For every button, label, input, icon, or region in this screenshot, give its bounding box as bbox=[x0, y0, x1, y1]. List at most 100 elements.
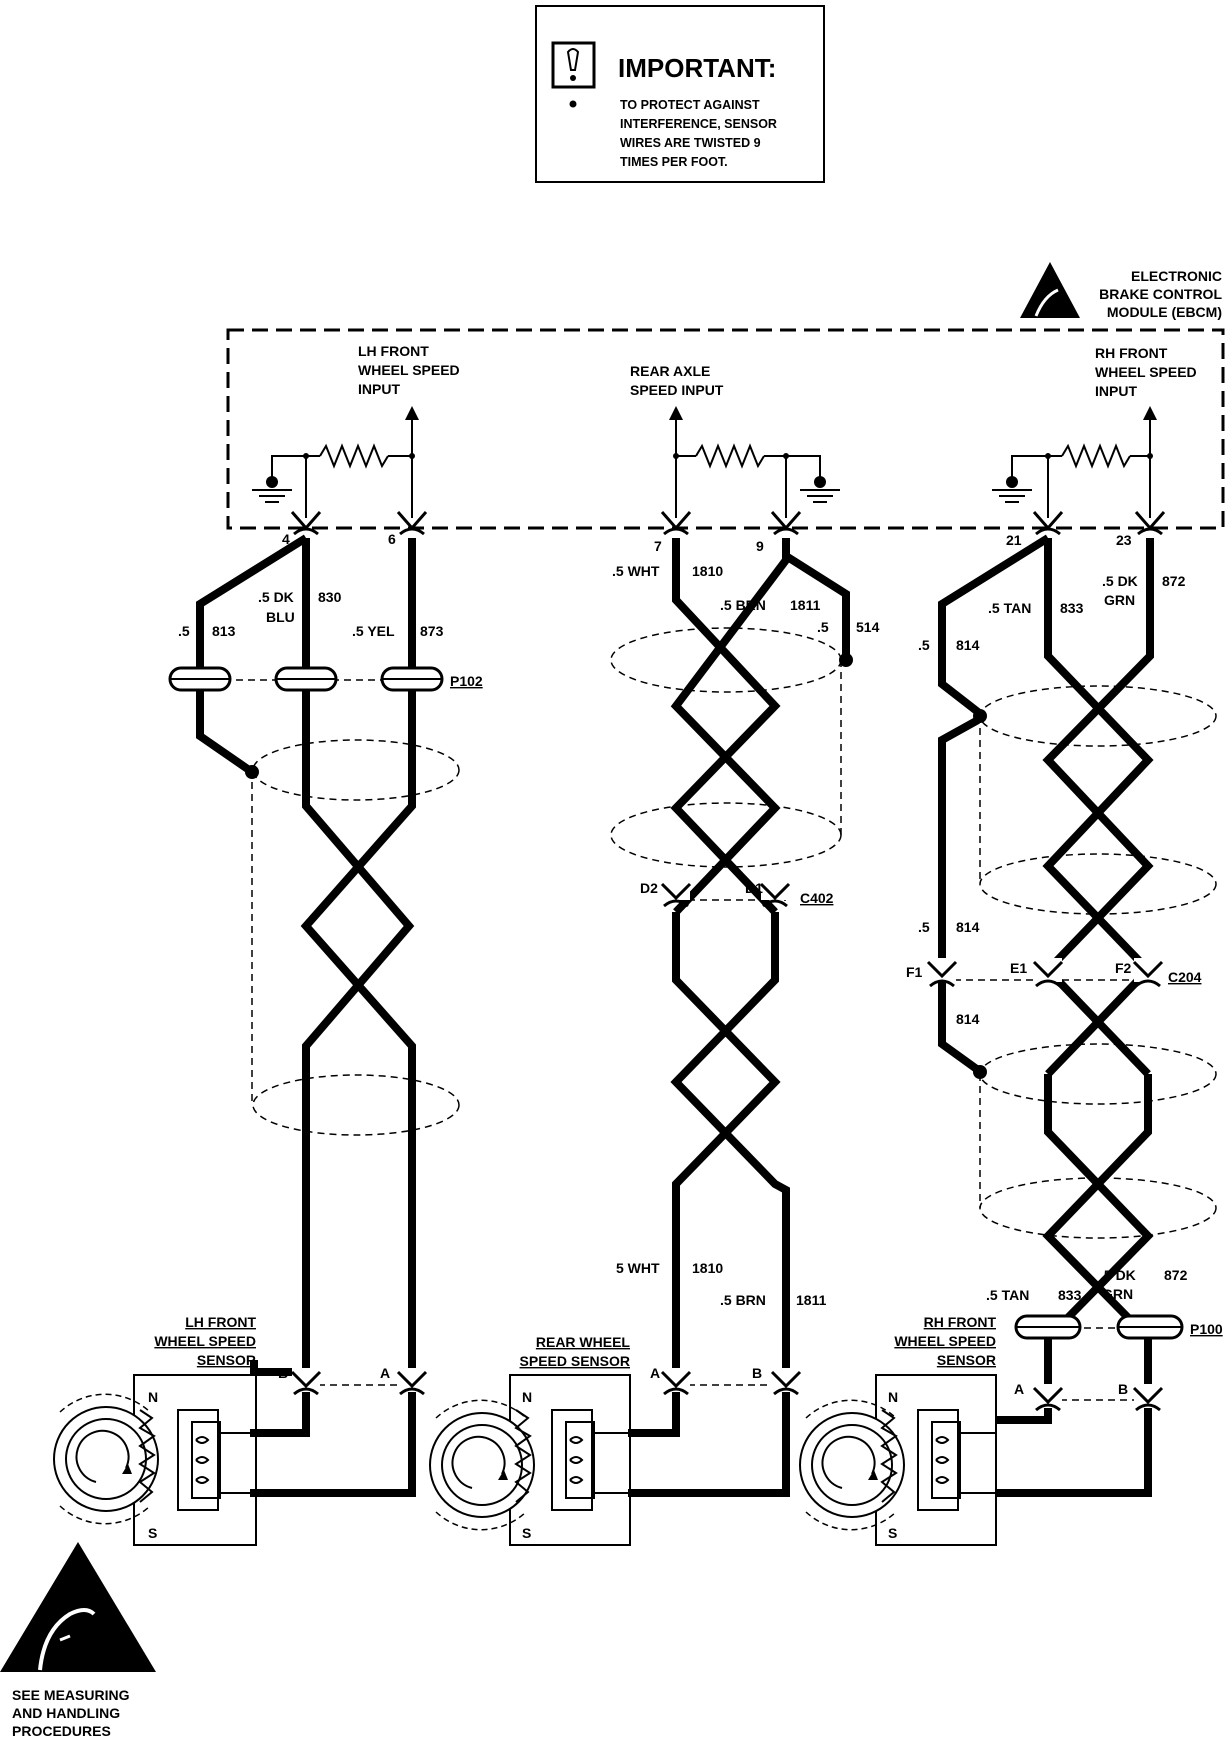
wire-814-id: 814 bbox=[956, 637, 980, 653]
wire-872-id-2: 872 bbox=[1164, 1267, 1188, 1283]
wire-872-color-2: GRN bbox=[1102, 1286, 1133, 1302]
esd-note-1: SEE MEASURING bbox=[12, 1687, 130, 1703]
rear-wheel-speed-sensor: REAR WHEEL SPEED SENSOR N S A B bbox=[429, 1334, 762, 1546]
rh-wires bbox=[938, 534, 1154, 1497]
module-label-2: BRAKE CONTROL bbox=[1099, 286, 1222, 302]
connector-f2-label: F2 bbox=[1115, 960, 1132, 976]
ground-icon bbox=[252, 476, 292, 503]
wire-1810-size-2: 5 WHT bbox=[616, 1260, 660, 1276]
connector-p102 bbox=[168, 666, 444, 692]
wire-1811-id-2: 1811 bbox=[796, 1292, 827, 1308]
rh-input-label-2: WHEEL SPEED bbox=[1095, 364, 1197, 380]
connector-c204-label: C204 bbox=[1168, 969, 1202, 985]
rear-input-label-2: SPEED INPUT bbox=[630, 382, 724, 398]
rh-front-wheel-speed-sensor: RH FRONT WHEEL SPEED SENSOR N S A B bbox=[799, 1314, 1128, 1546]
rh-input-label-1: RH FRONT bbox=[1095, 345, 1168, 361]
wire-873-id: 873 bbox=[420, 623, 444, 639]
connector-f1-label: F1 bbox=[906, 964, 923, 980]
rh-input-label-3: INPUT bbox=[1095, 383, 1137, 399]
ebcm-pin-connectors bbox=[290, 511, 1166, 536]
important-line-4: TIMES PER FOOT. bbox=[620, 155, 728, 169]
important-notice: IMPORTANT: TO PROTECT AGAINST INTERFEREN… bbox=[535, 5, 825, 183]
twist-shields bbox=[245, 627, 1217, 1239]
important-line-2: INTERFERENCE, SENSOR bbox=[620, 117, 777, 131]
ebcm-boundary bbox=[226, 328, 1225, 530]
wire-872-id: 872 bbox=[1162, 573, 1186, 589]
pin-9: 9 bbox=[756, 538, 764, 554]
wire-830-color: BLU bbox=[266, 609, 295, 625]
wire-1811-id: 1811 bbox=[790, 597, 821, 613]
connector-c402 bbox=[660, 880, 791, 908]
rh-sensor-pin-b: B bbox=[1118, 1381, 1128, 1397]
rh-sensor-label-3: SENSOR bbox=[937, 1352, 996, 1368]
lh-internal-circuit bbox=[252, 406, 419, 518]
important-line-1: TO PROTECT AGAINST bbox=[620, 98, 760, 112]
sensor-pin-connectors bbox=[290, 1368, 1164, 1412]
ground-icon bbox=[800, 476, 840, 503]
lh-sensor-n: N bbox=[148, 1389, 158, 1405]
connector-p100 bbox=[1014, 1314, 1184, 1340]
lh-sensor-label-2: WHEEL SPEED bbox=[154, 1333, 256, 1349]
pin-23: 23 bbox=[1116, 532, 1132, 548]
rh-sensor-n: N bbox=[888, 1389, 898, 1405]
lh-sensor-pin-a: A bbox=[380, 1365, 390, 1381]
rear-sensor-pin-a: A bbox=[650, 1365, 660, 1381]
important-line-3: WIRES ARE TWISTED 9 bbox=[620, 136, 761, 150]
esd-handling-icon bbox=[0, 1542, 156, 1672]
rh-sensor-s: S bbox=[888, 1525, 897, 1541]
wire-872-size: .5 DK bbox=[1102, 573, 1138, 589]
wire-833-size-2: .5 TAN bbox=[986, 1287, 1029, 1303]
lh-sensor-label-1: LH FRONT bbox=[185, 1314, 256, 1330]
wire-514-size: .5 bbox=[817, 619, 829, 635]
connector-d1-label: D1 bbox=[745, 880, 763, 896]
wire-872-size-2: .5 DK bbox=[1100, 1267, 1136, 1283]
esd-note-2: AND HANDLING bbox=[12, 1705, 120, 1721]
wire-872-color: GRN bbox=[1104, 592, 1135, 608]
rear-input-label-1: REAR AXLE bbox=[630, 363, 710, 379]
lh-input-label-2: WHEEL SPEED bbox=[358, 362, 460, 378]
wire-514-id: 514 bbox=[856, 619, 880, 635]
wire-873-size: .5 YEL bbox=[352, 623, 395, 639]
lh-sensor-s: S bbox=[148, 1525, 157, 1541]
connector-p102-label: P102 bbox=[450, 673, 483, 689]
lh-input-label-3: INPUT bbox=[358, 381, 400, 397]
wire-830-size: .5 DK bbox=[258, 589, 294, 605]
important-title: IMPORTANT: bbox=[618, 53, 776, 83]
module-label-1: ELECTRONIC bbox=[1131, 268, 1222, 284]
lh-sensor-pin-b: B bbox=[278, 1365, 288, 1381]
wire-813-size: .5 bbox=[178, 623, 190, 639]
wire-1811-size-2: .5 BRN bbox=[720, 1292, 766, 1308]
pin-7: 7 bbox=[654, 538, 662, 554]
esd-warning-icon bbox=[1020, 262, 1080, 318]
connector-e1-label: E1 bbox=[1010, 960, 1027, 976]
ground-icon bbox=[992, 476, 1032, 503]
wire-833-id-2: 833 bbox=[1058, 1287, 1082, 1303]
rh-internal-circuit bbox=[992, 406, 1157, 518]
wire-814-size: .5 bbox=[918, 637, 930, 653]
module-label-3: MODULE (EBCM) bbox=[1107, 304, 1222, 320]
rear-sensor-label-1: REAR WHEEL bbox=[536, 1334, 631, 1350]
caution-icon bbox=[551, 41, 596, 108]
rh-sensor-label-2: WHEEL SPEED bbox=[894, 1333, 996, 1349]
rear-sensor-label-2: SPEED SENSOR bbox=[520, 1353, 630, 1369]
wire-1810-id-2: 1810 bbox=[692, 1260, 723, 1276]
wire-833-id: 833 bbox=[1060, 600, 1084, 616]
connector-p100-label: P100 bbox=[1190, 1321, 1223, 1337]
wire-833-size: .5 TAN bbox=[988, 600, 1031, 616]
connector-c204 bbox=[926, 958, 1164, 988]
rh-sensor-pin-a: A bbox=[1014, 1381, 1024, 1397]
pin-6: 6 bbox=[388, 531, 396, 547]
pin-4: 4 bbox=[282, 531, 290, 547]
wire-814-id-2: 814 bbox=[956, 919, 980, 935]
esd-note-3: PROCEDURES bbox=[12, 1723, 111, 1738]
rear-wires bbox=[628, 538, 850, 1497]
lh-wires bbox=[196, 534, 416, 1497]
wire-830-id: 830 bbox=[318, 589, 342, 605]
rear-internal-circuit bbox=[669, 406, 840, 518]
wire-814-id-3: 814 bbox=[956, 1011, 980, 1027]
wire-1810-id: 1810 bbox=[692, 563, 723, 579]
rear-sensor-s: S bbox=[522, 1525, 531, 1541]
rear-sensor-n: N bbox=[522, 1389, 532, 1405]
wire-1811-size: .5 BRN bbox=[720, 597, 766, 613]
